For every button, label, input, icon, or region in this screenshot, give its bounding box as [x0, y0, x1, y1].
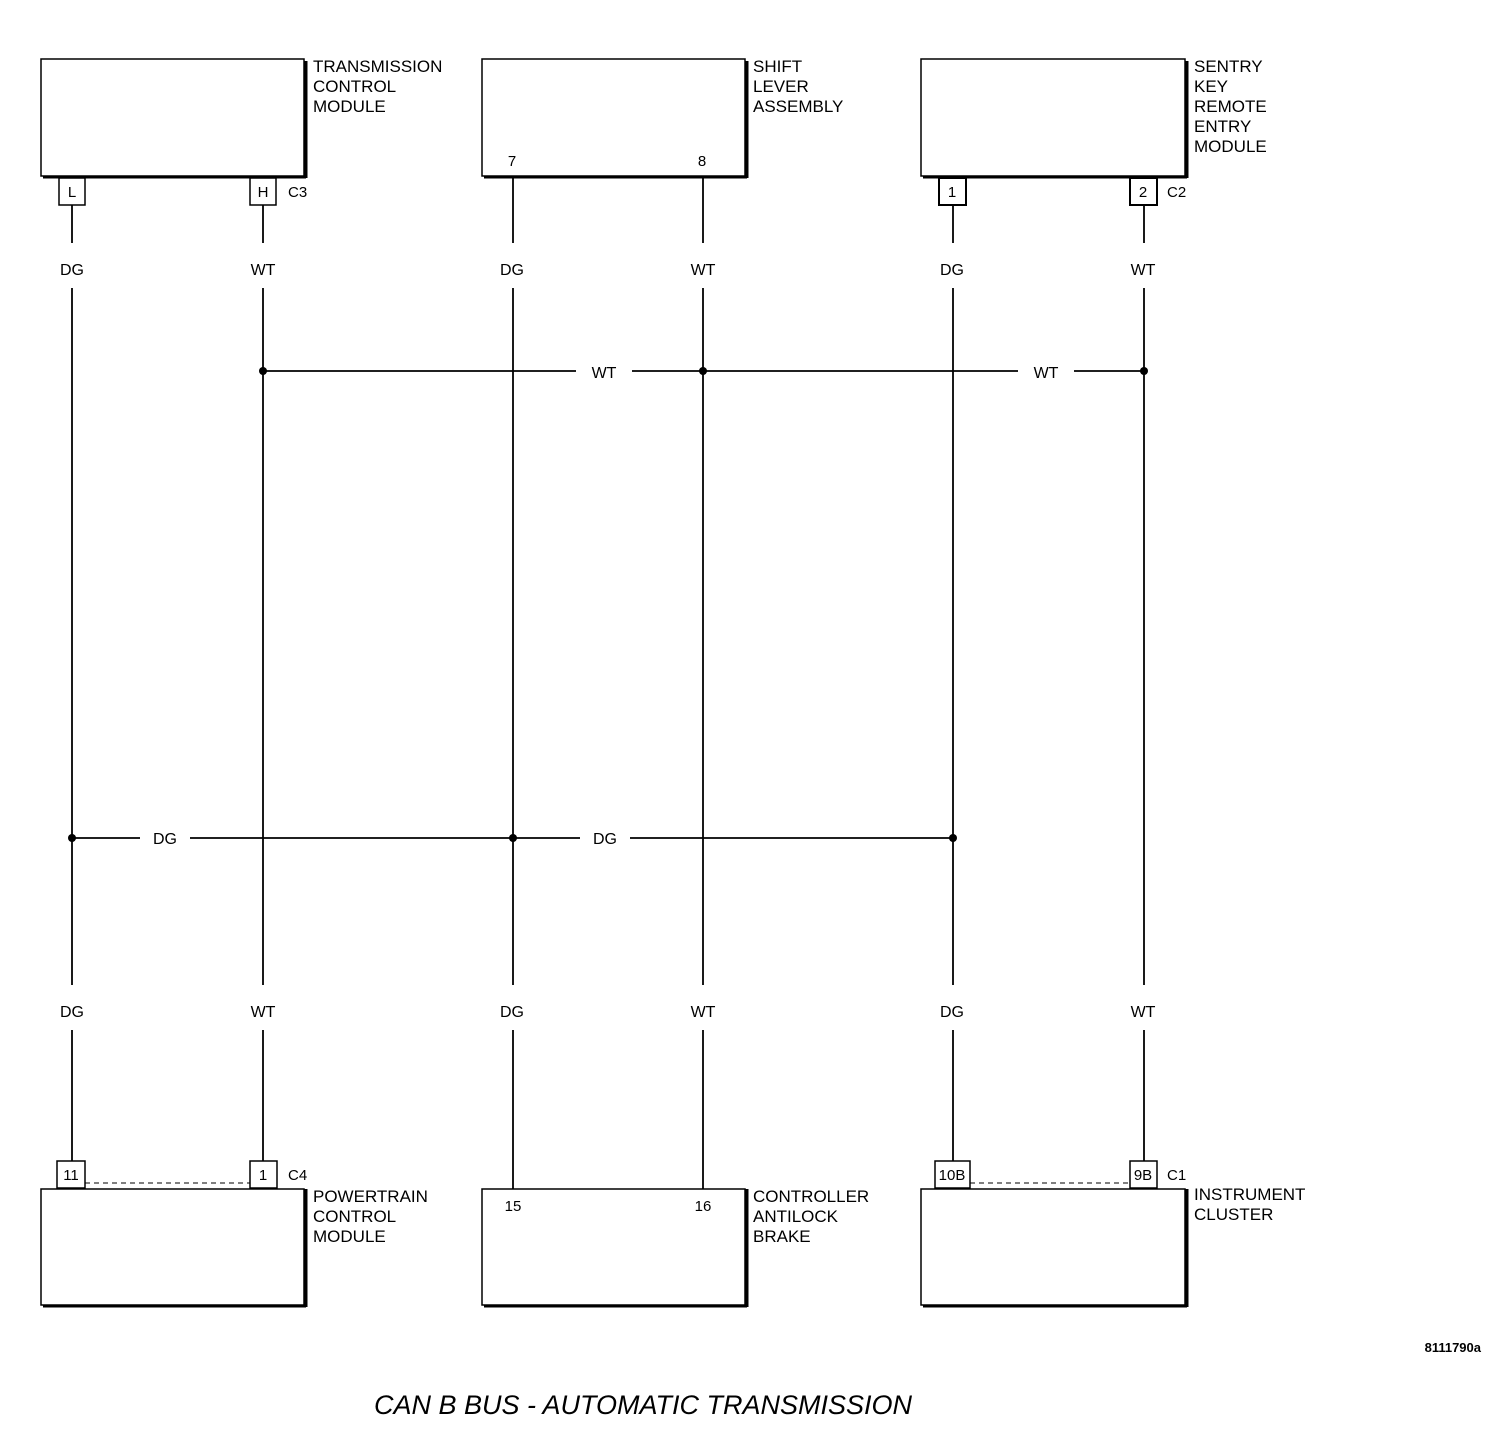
dg-bus-label-1: DG: [153, 831, 177, 848]
splice-dot-dg-shift: [509, 834, 517, 842]
skrem-connector-id: C2: [1167, 184, 1186, 201]
pcm-box: [40, 1188, 308, 1308]
skrem-pin-1-label: 1: [948, 184, 956, 201]
splice-dot-dg-skrem: [949, 834, 957, 842]
skrem-label-5: MODULE: [1194, 137, 1267, 156]
skrem-pin-1: 1: [938, 177, 967, 206]
cluster-pin-9b-label: 9B: [1134, 1167, 1152, 1184]
cluster-box: [920, 1188, 1189, 1308]
pcm-label-3: MODULE: [313, 1227, 386, 1246]
cab-box: [481, 1188, 749, 1308]
tcm-label-2: CONTROL: [313, 77, 396, 96]
diagram-caption: CAN B BUS - AUTOMATIC TRANSMISSION: [374, 1390, 913, 1420]
pcm-pin-1-label: 1: [259, 1167, 267, 1184]
tcm-connector-id: C3: [288, 184, 307, 201]
tcm-label-1: TRANSMISSION: [313, 57, 442, 76]
pcm-pin-11-label: 11: [63, 1167, 79, 1184]
skrem-label-2: KEY: [1194, 77, 1228, 96]
shift-lever-pin-7: 7: [508, 153, 516, 170]
tcm-label-3: MODULE: [313, 97, 386, 116]
figure-reference: 8111790a: [1425, 1340, 1482, 1355]
pcm-label-1: POWERTRAIN: [313, 1187, 428, 1206]
wire-label-bottom-4: WT: [691, 1004, 716, 1021]
cab-label-2: ANTILOCK: [753, 1207, 839, 1226]
cluster-connector-id: C1: [1167, 1167, 1186, 1184]
splice-dot-wt-skrem: [1140, 367, 1148, 375]
wire-label-bottom-5: DG: [940, 1004, 964, 1021]
shift-lever-pin-8: 8: [698, 153, 706, 170]
wire-label-bottom-2: WT: [251, 1004, 276, 1021]
tcm-pin-l-label: L: [68, 184, 76, 201]
wire-label-top-1: DG: [60, 262, 84, 279]
cab-pin-15: 15: [505, 1198, 522, 1215]
skrem-label-1: SENTRY: [1194, 57, 1263, 76]
wire-label-bottom-3: DG: [500, 1004, 524, 1021]
tcm-pin-l: L: [58, 177, 86, 206]
cluster-label-2: CLUSTER: [1194, 1205, 1273, 1224]
skrem-label-4: ENTRY: [1194, 117, 1251, 136]
shift-lever-box: [481, 58, 749, 179]
wire-label-top-6: WT: [1131, 262, 1156, 279]
pcm-pin-1: 1: [249, 1160, 278, 1189]
skrem-label-3: REMOTE: [1194, 97, 1267, 116]
skrem-pin-2-label: 2: [1139, 184, 1147, 201]
wire-label-bottom-1: DG: [60, 1004, 84, 1021]
splice-dot-wt-tcm: [259, 367, 267, 375]
shift-lever-label-3: ASSEMBLY: [753, 97, 843, 116]
wire-label-top-3: DG: [500, 262, 524, 279]
shift-lever-label-1: SHIFT: [753, 57, 802, 76]
wt-bus-label-2: WT: [1034, 365, 1059, 382]
dg-bus-label-2: DG: [593, 831, 617, 848]
vertical-wires: [71, 177, 1145, 1189]
cluster-pin-9b: 9B: [1129, 1160, 1158, 1189]
tcm-box: [40, 58, 308, 179]
shift-lever-label-2: LEVER: [753, 77, 809, 96]
tcm-pin-h: H: [249, 177, 277, 206]
wire-label-bottom-6: WT: [1131, 1004, 1156, 1021]
cluster-pin-10b-label: 10B: [939, 1167, 966, 1184]
pcm-connector-id: C4: [288, 1167, 307, 1184]
wire-label-top-2: WT: [251, 262, 276, 279]
wt-bus-label-1: WT: [592, 365, 617, 382]
cluster-pin-10b: 10B: [934, 1160, 971, 1189]
skrem-pin-2: 2: [1129, 177, 1158, 206]
cab-pin-16: 16: [695, 1198, 712, 1215]
pcm-pin-11: 11: [56, 1160, 86, 1189]
pcm-label-2: CONTROL: [313, 1207, 396, 1226]
wire-label-top-4: WT: [691, 262, 716, 279]
wire-label-top-5: DG: [940, 262, 964, 279]
splice-dots: [68, 367, 1148, 842]
cluster-label-1: INSTRUMENT: [1194, 1185, 1305, 1204]
cab-label-1: CONTROLLER: [753, 1187, 869, 1206]
cab-label-3: BRAKE: [753, 1227, 811, 1246]
skrem-box: [920, 58, 1189, 179]
splice-dot-dg-tcm: [68, 834, 76, 842]
splice-dot-wt-shift: [699, 367, 707, 375]
tcm-pin-h-label: H: [258, 184, 269, 201]
